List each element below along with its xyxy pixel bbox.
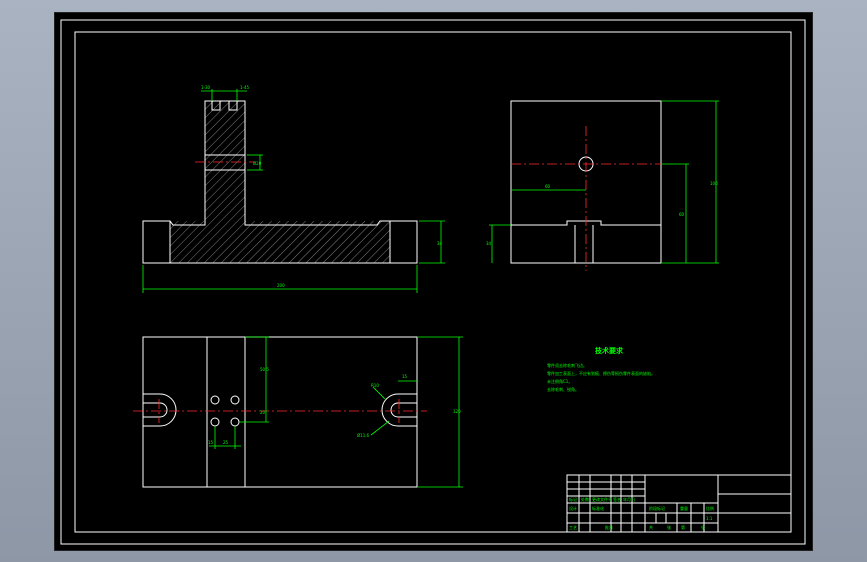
tb-scale: 1:1 — [706, 516, 713, 521]
tb-process: 工艺 — [569, 525, 577, 530]
tb-sheet-unit: 张 — [667, 524, 671, 530]
tb-count: 处数 — [581, 496, 589, 502]
dim-side-base-label: 34 — [486, 241, 492, 246]
tb-sheet-no: 第 — [681, 524, 685, 530]
left-u-slot — [143, 393, 177, 427]
dim-plan-spacing-h: 15 — [208, 440, 214, 445]
front-section-view: 200 34 1-30 1-45 Ø20 — [142, 85, 445, 293]
dim-plan-slot: 15 — [402, 374, 408, 379]
dim-plan-spacing-h2: 25 — [223, 440, 229, 445]
dim-slot-left: 1-30 — [201, 85, 211, 90]
top-slot-right — [228, 100, 238, 111]
bolt-hole-4 — [230, 417, 240, 427]
tb-ratio: 比例 — [706, 505, 714, 511]
cad-drawing: 200 34 1-30 1-45 Ø20 100 60 60 34 — [60, 19, 806, 545]
dim-plan-spacing-v2: 20 — [260, 410, 266, 415]
tb-weight: 重量 — [680, 505, 688, 511]
tech-line-2: 零件加工表面上，不应有划痕、擦伤等损伤零件表面的缺陷。 — [547, 370, 655, 376]
inner-border — [74, 31, 792, 533]
tech-requirements: 技术要求 零件须去除毛刺飞边。 零件加工表面上，不应有划痕、擦伤等损伤零件表面的… — [547, 346, 655, 392]
tb-date: 年月日 — [623, 496, 635, 502]
outer-border — [60, 19, 806, 545]
dim-slot-right: 1-45 — [240, 85, 250, 90]
tb-design: 设计 — [569, 505, 577, 511]
dim-plan-width-label: 120 — [453, 409, 461, 414]
right-u-slot — [381, 393, 417, 427]
drawing-sheet: 200 34 1-30 1-45 Ø20 100 60 60 34 — [54, 12, 813, 551]
plan-view: 120 50.5 20 15 25 R10 15 Ø11.6 — [133, 336, 463, 488]
dim-front-base-label: 34 — [437, 241, 443, 246]
tb-sheet-total: 共 — [649, 524, 653, 530]
tech-line-1: 零件须去除毛刺飞边。 — [547, 362, 587, 368]
dim-plan-slot-dia: Ø11.6 — [357, 433, 370, 438]
tb-standard: 标准化 — [592, 505, 604, 511]
title-block: 标记 处数 更改文件号 签名 年月日 设计 标准化 阶段标记 重量 比例 1:1… — [566, 474, 792, 533]
section-hatch — [170, 101, 390, 263]
dim-side-offset-label: 60 — [545, 184, 551, 189]
bolt-hole-3 — [210, 417, 220, 427]
tb-sheet-unit-2: 张 — [701, 524, 705, 530]
tb-approve: 批准 — [605, 524, 613, 530]
bolt-hole-1 — [210, 395, 220, 405]
dim-plan-radius: R10 — [371, 383, 379, 388]
dim-front-width-label: 200 — [277, 283, 285, 288]
tech-title: 技术要求 — [595, 346, 624, 355]
dim-side-mid-label: 60 — [679, 212, 685, 217]
dim-cross-hole: Ø20 — [253, 161, 262, 166]
cross-hole — [204, 154, 246, 171]
tb-zone: 更改文件号 — [592, 496, 612, 502]
top-slot-left — [211, 100, 221, 111]
tb-sign: 签名 — [613, 496, 621, 502]
dim-plan-spacing-v: 50.5 — [260, 367, 269, 372]
tech-line-4: 去除毛刺、锐角。 — [547, 386, 579, 392]
tech-line-3: 未注倒角C1。 — [547, 378, 572, 384]
plan-outline — [142, 336, 418, 488]
front-view-outline — [142, 100, 418, 264]
side-view-slot — [511, 220, 661, 226]
bolt-hole-2 — [230, 395, 240, 405]
dim-side-total-label: 100 — [710, 181, 718, 186]
tb-mark: 标记 — [569, 496, 577, 502]
side-view: 100 60 60 34 — [486, 100, 719, 271]
tb-stage: 阶段标记 — [649, 505, 665, 511]
